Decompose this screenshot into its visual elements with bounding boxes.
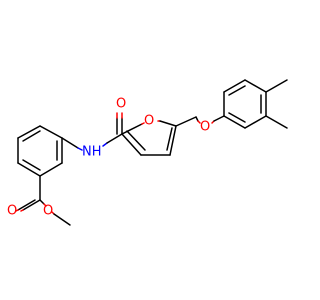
- amide-linkage: [61, 112, 123, 151]
- methyl-ester-group: [15, 175, 71, 226]
- benzene-ring-left: [17, 125, 63, 177]
- molecule-structure: O NH O O O O: [7, 79, 288, 226]
- benzene-ring-right: [223, 79, 267, 129]
- amide-nitrogen-label: NH: [82, 145, 102, 160]
- furan-ring: [121, 120, 177, 156]
- methyl-substituents: [265, 79, 288, 129]
- ester-oxygen-label: O: [43, 204, 53, 219]
- ether-oxygen-label: O: [200, 120, 210, 135]
- methylene-ether-linker: [175, 115, 225, 127]
- ester-carbonyl-oxygen-label: O: [7, 204, 17, 219]
- amide-oxygen-label: O: [116, 97, 126, 112]
- furan-oxygen-label: O: [144, 114, 154, 129]
